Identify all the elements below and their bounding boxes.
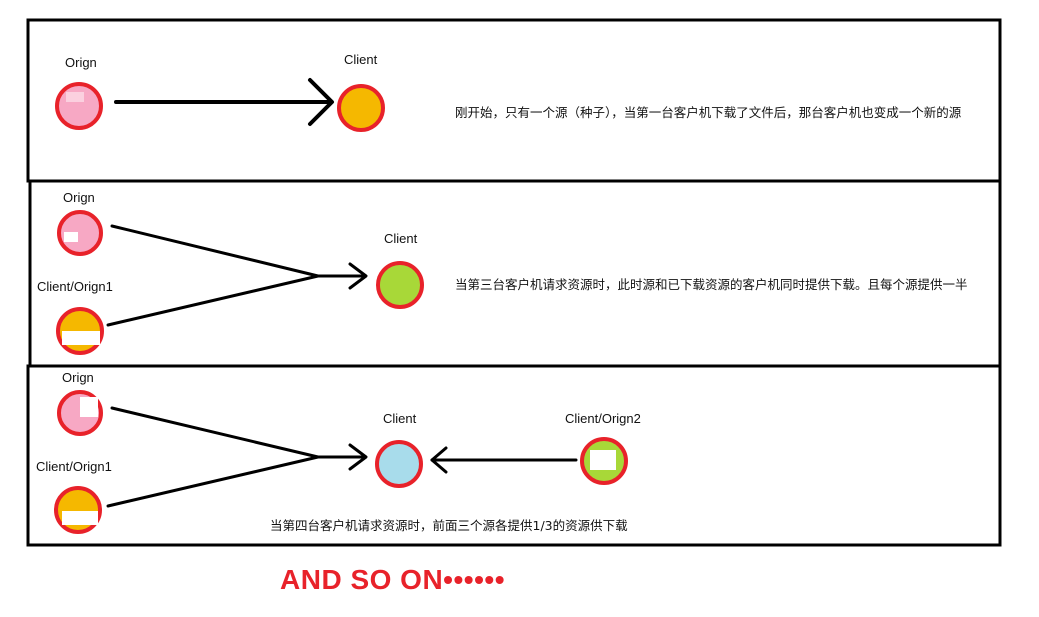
panel-2-description: 当第三台客户机请求资源时，此时源和已下载资源的客户机同时提供下载。且每个源提供一… xyxy=(455,277,968,292)
panel-1-client-node xyxy=(337,84,385,132)
panel-2-origin-label: Orign xyxy=(63,190,95,205)
panel-3-origin-label: Orign xyxy=(62,370,94,385)
panel-1-origin-node xyxy=(55,82,103,130)
panel-2-arrows xyxy=(106,224,368,327)
panel-2-client-origin1-node xyxy=(56,307,104,355)
panel-2-origin-node xyxy=(57,210,103,256)
panel-3-client-origin1-node xyxy=(54,486,102,534)
panel-1-client-label: Client xyxy=(344,52,378,67)
panel-3-origin-node xyxy=(57,390,103,436)
and-so-on-text: AND SO ON•••••• xyxy=(280,564,505,595)
panel-3-client-label: Client xyxy=(383,411,417,426)
panel-3-arrows xyxy=(106,406,578,508)
panel-3-client-origin1-label: Client/Orign1 xyxy=(36,459,112,474)
panel-3-frame xyxy=(26,364,1002,547)
panel-2-client-origin1-label: Client/Orign1 xyxy=(37,279,113,294)
panel-1-description: 刚开始，只有一个源（种子），当第一台客户机下载了文件后，那台客户机也变成一个新的… xyxy=(455,105,962,120)
panel-2-client-node xyxy=(376,261,424,309)
panel-3-client-origin2-label: Client/Orign2 xyxy=(565,411,641,426)
panel-3-client-origin2-node xyxy=(580,437,628,485)
panel-2-client-label: Client xyxy=(384,231,418,246)
panel-1-arrow xyxy=(114,78,334,126)
panel-3-client-node xyxy=(375,440,423,488)
panel-1-origin-label: Orign xyxy=(65,55,97,70)
panel-3-description: 当第四台客户机请求资源时，前面三个源各提供1/3的资源供下载 xyxy=(270,518,628,533)
